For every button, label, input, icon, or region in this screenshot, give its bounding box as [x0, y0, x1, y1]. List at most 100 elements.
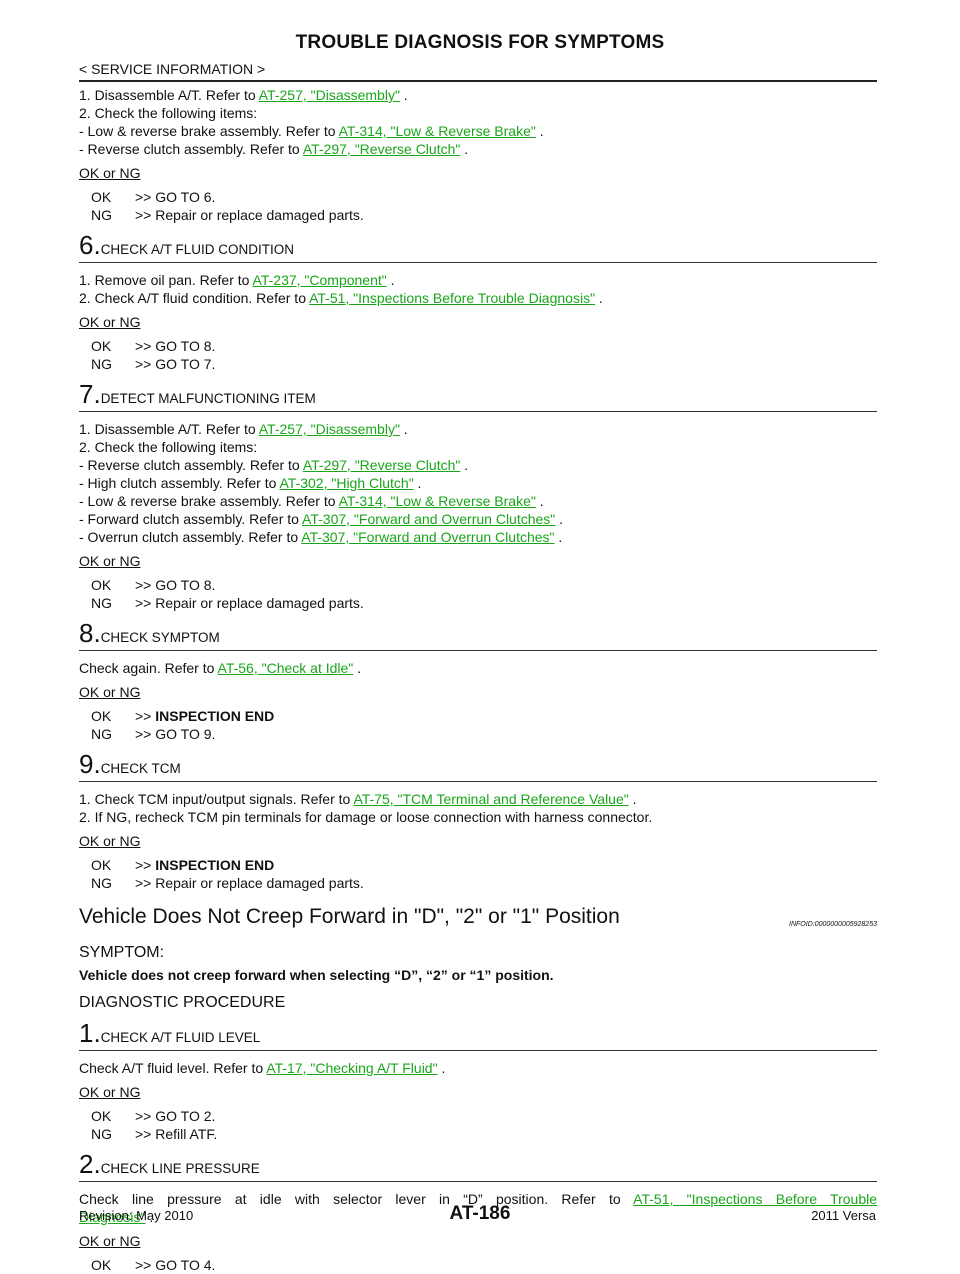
footer-revision: Revision: May 2010	[79, 1208, 194, 1223]
reference-link[interactable]: AT-56, "Check at Idle"	[217, 660, 354, 676]
result-text: GO TO 4.	[155, 1257, 216, 1273]
footer-model: 2011 Versa	[811, 1208, 876, 1223]
procedure-line: 1. Disassemble A/T. Refer to AT-257, "Di…	[79, 86, 877, 104]
step-number: 7.	[79, 379, 101, 409]
step-rule	[79, 650, 877, 651]
line-text: 2. Check A/T fluid condition. Refer to	[79, 290, 310, 306]
result-key: OK	[91, 577, 112, 593]
procedure-line: 2. Check the following items:	[79, 104, 877, 122]
page-subtitle: < SERVICE INFORMATION >	[79, 61, 266, 77]
result-text: Repair or replace damaged parts.	[155, 207, 364, 223]
result-row: NG>> GO TO 7.	[79, 355, 877, 373]
line-text: 2. If NG, recheck TCM pin terminals for …	[79, 809, 653, 825]
reference-link[interactable]: AT-17, "Checking A/T Fluid"	[266, 1060, 438, 1076]
info-id: INFOID:0000000005928253	[789, 921, 877, 928]
step-heading: 8.CHECK SYMPTOM	[79, 620, 877, 648]
header-rule	[79, 80, 877, 82]
result-row: NG>> Repair or replace damaged parts.	[79, 594, 877, 612]
reference-link[interactable]: AT-314, "Low & Reverse Brake"	[338, 123, 536, 139]
line-text: - Low & reverse brake assembly. Refer to	[79, 123, 339, 139]
line-text: 1. Disassemble A/T. Refer to	[79, 87, 259, 103]
step-heading: 6.CHECK A/T FLUID CONDITION	[79, 232, 877, 260]
result-row: NG>> GO TO 9.	[79, 725, 877, 743]
line-text: - Reverse clutch assembly. Refer to	[79, 141, 303, 157]
line-suffix: .	[595, 290, 603, 306]
line-suffix: .	[460, 457, 469, 473]
reference-link[interactable]: AT-314, "Low & Reverse Brake"	[338, 493, 536, 509]
result-arrow: >>	[135, 857, 156, 873]
ok-or-ng-label: OK or NG	[79, 553, 141, 569]
line-suffix: .	[437, 1060, 446, 1076]
result-arrow: >>	[135, 1257, 156, 1273]
step-number: 9.	[79, 749, 101, 779]
result-key: OK	[91, 1108, 112, 1124]
reference-link[interactable]: AT-297, "Reverse Clutch"	[302, 457, 461, 473]
line-text: 1. Disassemble A/T. Refer to	[79, 421, 259, 437]
result-text: GO TO 8.	[155, 338, 216, 354]
procedure-line: 2. Check the following items:	[79, 438, 877, 456]
line-text: - Reverse clutch assembly. Refer to	[79, 457, 303, 473]
step-rule	[79, 411, 877, 412]
line-text: - Overrun clutch assembly. Refer to	[79, 529, 302, 545]
line-text: - Forward clutch assembly. Refer to	[79, 511, 303, 527]
line-text: 2. Check the following items:	[79, 439, 258, 455]
line-text: 1. Remove oil pan. Refer to	[79, 272, 253, 288]
result-key: NG	[91, 207, 112, 223]
footer-page-number: AT-186	[449, 1203, 511, 1224]
ok-or-ng-label: OK or NG	[79, 314, 141, 330]
line-text: Check A/T fluid level. Refer to	[79, 1060, 267, 1076]
result-key: NG	[91, 875, 112, 891]
result-arrow: >>	[135, 189, 156, 205]
result-text: Repair or replace damaged parts.	[155, 595, 364, 611]
result-text: GO TO 7.	[155, 356, 216, 372]
step-title: CHECK TCM	[100, 761, 181, 776]
reference-link[interactable]: AT-307, "Forward and Overrun Clutches"	[302, 511, 556, 527]
result-arrow: >>	[135, 875, 156, 891]
result-text: GO TO 8.	[155, 577, 216, 593]
result-row: OK>> INSPECTION END	[79, 856, 877, 874]
page-content: 1. Disassemble A/T. Refer to AT-257, "Di…	[79, 86, 877, 1274]
reference-link[interactable]: AT-51, "Inspections Before Trouble	[633, 1191, 878, 1207]
reference-link[interactable]: AT-307, "Forward and Overrun Clutches"	[301, 529, 555, 545]
line-suffix: .	[554, 529, 563, 545]
result-text: GO TO 6.	[155, 189, 216, 205]
line-suffix: .	[399, 421, 408, 437]
line-suffix: .	[535, 123, 544, 139]
reference-link[interactable]: AT-237, "Component"	[252, 272, 387, 288]
reference-link[interactable]: AT-257, "Disassembly"	[258, 421, 400, 437]
result-arrow: >>	[135, 338, 156, 354]
ok-or-ng-label: OK or NG	[79, 1084, 141, 1100]
section-heading: Vehicle Does Not Creep Forward in "D", "…	[79, 905, 877, 934]
step-rule	[79, 781, 877, 782]
reference-link[interactable]: AT-297, "Reverse Clutch"	[302, 141, 461, 157]
procedure-line: Check again. Refer to AT-56, "Check at I…	[79, 659, 877, 677]
result-key: OK	[91, 189, 112, 205]
reference-link[interactable]: AT-51, "Inspections Before Trouble Diagn…	[309, 290, 596, 306]
procedure-line: - Low & reverse brake assembly. Refer to…	[79, 122, 877, 140]
result-row: OK>> GO TO 8.	[79, 576, 877, 594]
line-suffix: .	[535, 493, 544, 509]
line-text: Check again. Refer to	[79, 660, 218, 676]
reference-link[interactable]: AT-257, "Disassembly"	[258, 87, 400, 103]
step-number: 6.	[79, 230, 101, 260]
result-key: OK	[91, 338, 112, 354]
result-text: GO TO 2.	[155, 1108, 216, 1124]
ok-or-ng-label: OK or NG	[79, 1233, 141, 1249]
reference-link[interactable]: AT-75, "TCM Terminal and Reference Value…	[353, 791, 629, 807]
manual-page: TROUBLE DIAGNOSIS FOR SYMPTOMS < SERVICE…	[79, 32, 877, 1273]
line-suffix: .	[145, 1209, 154, 1225]
step-heading: 7.DETECT MALFUNCTIONING ITEM	[79, 381, 877, 409]
line-text: - High clutch assembly. Refer to	[79, 475, 280, 491]
result-key: NG	[91, 1126, 112, 1142]
page-title: TROUBLE DIAGNOSIS FOR SYMPTOMS	[295, 32, 665, 53]
line-text: 1. Check TCM input/output signals. Refer…	[79, 791, 354, 807]
result-key: NG	[91, 726, 112, 742]
procedure-line: 1. Disassemble A/T. Refer to AT-257, "Di…	[79, 420, 877, 438]
section-title: Vehicle Does Not Creep Forward in "D", "…	[79, 905, 620, 928]
result-row: OK>> GO TO 4.	[79, 1256, 877, 1274]
procedure-line: Check line pressure at idle with selecto…	[79, 1190, 877, 1208]
reference-link-continued[interactable]: Diagnosis"	[79, 1209, 146, 1225]
result-text: GO TO 9.	[155, 726, 216, 742]
reference-link[interactable]: AT-302, "High Clutch"	[279, 475, 414, 491]
line-text: 2. Check the following items:	[79, 105, 258, 121]
